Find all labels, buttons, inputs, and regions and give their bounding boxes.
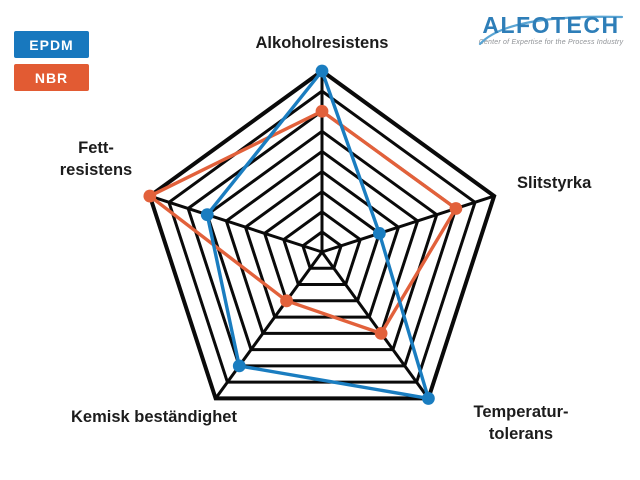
alfotech-logo: ALFOTECH Center of Expertise for the Pro… <box>476 12 626 47</box>
series-point-epdm <box>200 208 214 222</box>
grid-ring <box>147 68 497 401</box>
legend-item-epdm: EPDM <box>14 31 89 58</box>
grid-ring <box>224 149 420 335</box>
legend: EPDM NBR <box>14 31 89 91</box>
series-point-epdm <box>232 359 246 373</box>
logo-wordmark: ALFOTECH <box>482 12 620 38</box>
series-point-nbr <box>315 104 329 118</box>
grid-spoke <box>321 194 495 254</box>
axis-label-kemisk-bestandighet: Kemisk beständighet <box>71 408 237 426</box>
grid-spoke <box>320 251 430 400</box>
series-line-epdm <box>205 69 431 401</box>
legend-label-nbr: NBR <box>34 69 69 86</box>
grid-ring <box>205 129 439 352</box>
grid-ring <box>243 169 401 319</box>
axis-label-slitstyrka: Slitstyrka <box>517 174 592 192</box>
logo-tagline: Center of Expertise for the Process Indu… <box>478 39 624 47</box>
axis-label-temperaturtolerans: Temperatur- tolerans <box>473 403 569 443</box>
series-point-epdm <box>315 64 329 78</box>
series-point-nbr <box>449 202 463 215</box>
axis-label-alkoholresistens: Alkoholresistens <box>255 34 389 52</box>
grid-ring <box>167 89 477 384</box>
grid-spoke <box>149 194 323 254</box>
series-point-epdm <box>372 226 386 240</box>
grid-ring <box>262 189 382 303</box>
series-point-nbr <box>374 326 388 340</box>
series-line-nbr <box>148 109 458 336</box>
series-point-epdm <box>421 392 435 405</box>
grid-spoke <box>214 251 324 400</box>
legend-label-epdm: EPDM <box>29 36 74 53</box>
grid-ring <box>301 230 343 270</box>
series-point-nbr <box>143 189 157 203</box>
grid-ring <box>281 209 363 287</box>
legend-item-nbr: NBR <box>14 64 89 91</box>
series-point-nbr <box>280 294 293 308</box>
axis-label-fettresistens: Fett- resistens <box>59 139 133 179</box>
